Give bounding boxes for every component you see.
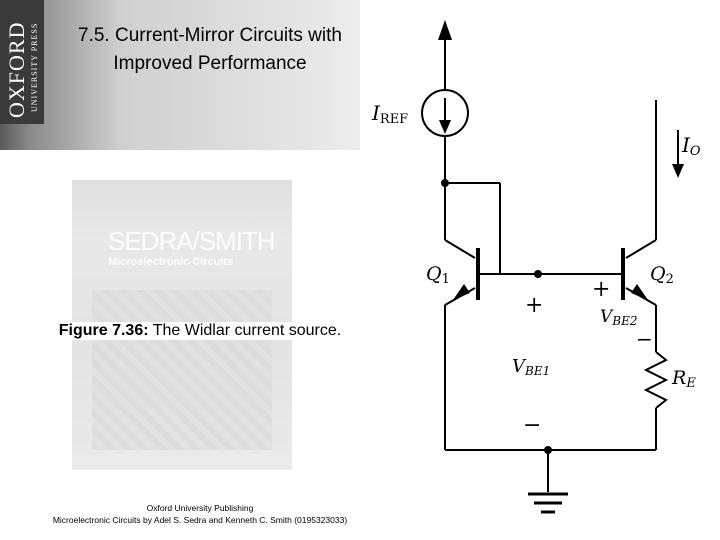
vbe2-label: VBE2 (600, 307, 638, 328)
ground-node-dot (544, 446, 552, 454)
book-cover-title: SEDRA/SMITH (108, 226, 276, 256)
header-band (0, 0, 360, 150)
footer-credit: Oxford University Publishing Microelectr… (20, 502, 380, 526)
title-number: 7.5. (78, 25, 110, 46)
re-label: RE (671, 367, 696, 391)
logo-main-text: OXFORD (4, 21, 29, 118)
vbe1-minus: − (523, 413, 541, 438)
logo-sub-text: UNIVERSITY PRESS (30, 22, 39, 112)
collector-node-dot (441, 179, 449, 187)
footer-line-1: Oxford University Publishing (146, 503, 254, 513)
vbe2-minus: − (636, 327, 653, 351)
q1-collector (444, 239, 476, 259)
figure-text: The Widlar current source. (152, 322, 342, 339)
io-label: IO (681, 133, 701, 159)
figure-caption: Figure 7.36: The Widlar current source. (30, 322, 370, 340)
re-resistor (643, 351, 669, 409)
slide-title: 7.5. Current-Mirror Circuits with Improv… (60, 22, 360, 78)
vbe2-plus: + (592, 277, 610, 302)
vbe1-plus: + (525, 293, 543, 318)
footer-line-2: Microelectronic Circuits by Adel S. Sedr… (52, 515, 348, 525)
q2-collector (625, 239, 657, 259)
supply-arrow-head (438, 20, 452, 40)
book-cover-subtitle: Microelectronic Circuits (108, 256, 234, 268)
oxford-logo: OXFORD UNIVERSITY PRESS (0, 0, 44, 124)
widlar-circuit-diagram: IREF IO Q1 Q2 + + VBE2 − VBE1 − RE (371, 20, 701, 514)
q2-emitter-arrow (631, 284, 648, 300)
q1-label: Q1 (426, 263, 450, 287)
io-arrow-head (672, 164, 684, 178)
iref-label: IREF (371, 101, 408, 127)
q2-label: Q2 (650, 263, 674, 287)
q1-emitter-arrow (453, 284, 470, 300)
figure-label: Figure 7.36: (58, 322, 149, 339)
vbe1-label: VBE1 (512, 356, 550, 378)
base-node-dot (534, 270, 542, 278)
current-source-arrow-head (439, 120, 451, 134)
book-cover-art (92, 290, 272, 450)
title-text: Current-Mirror Circuits with Improved Pe… (113, 25, 342, 74)
